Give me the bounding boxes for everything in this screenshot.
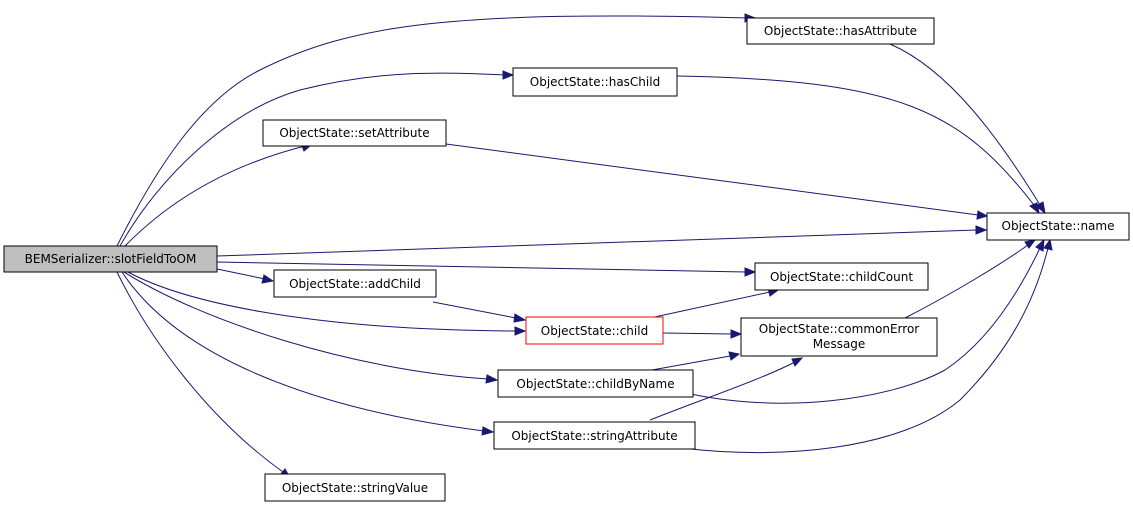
edge-root-to-stringvalue — [116, 271, 292, 479]
edge-root-to-childcount — [216, 261, 757, 277]
edge-setattribute-to-name — [445, 143, 989, 220]
node-label: ObjectState::child — [541, 324, 648, 338]
edge-haschild-to-name — [676, 75, 1040, 215]
edge-child-to-childcount — [649, 287, 780, 319]
node-label-line-2: Message — [813, 337, 866, 351]
edge-child-to-commonerror — [662, 329, 743, 339]
node-objectstate-commonerrormessage[interactable]: ObjectState::commonError Message — [740, 317, 938, 357]
node-objectstate-stringvalue[interactable]: ObjectState::stringValue — [264, 473, 446, 502]
edge-root-to-addchild — [216, 268, 275, 284]
node-label: ObjectState::childCount — [770, 270, 913, 284]
edge-root-to-childbyname — [123, 271, 499, 384]
node-label: ObjectState::stringValue — [282, 481, 428, 495]
node-objectstate-childcount[interactable]: ObjectState::childCount — [754, 262, 929, 291]
edge-root-to-name — [216, 225, 988, 257]
edge-root-to-child — [127, 271, 527, 336]
node-objectstate-child[interactable]: ObjectState::child — [525, 316, 664, 345]
edge-childbyname-to-commonerror — [651, 351, 741, 371]
edge-commonerror-to-name — [904, 239, 1037, 319]
edge-childbyname-to-name — [681, 238, 1045, 404]
edge-stringattribute-to-commonerror — [649, 357, 804, 421]
node-objectstate-stringattribute[interactable]: ObjectState::stringAttribute — [493, 421, 696, 450]
node-label: ObjectState::stringAttribute — [511, 429, 677, 443]
node-label: ObjectState::hasAttribute — [764, 24, 917, 38]
node-label-line-1: ObjectState::commonError — [759, 322, 920, 336]
node-label: BEMSerializer::slotFieldToOM — [25, 252, 197, 266]
edge-hasattribute-to-name — [889, 43, 1046, 215]
edge-stringattribute-to-name — [681, 238, 1053, 454]
node-objectstate-setattribute[interactable]: ObjectState::setAttribute — [262, 119, 447, 147]
node-objectstate-hasattribute[interactable]: ObjectState::hasAttribute — [746, 17, 935, 45]
node-label: ObjectState::childByName — [516, 377, 674, 391]
node-label: ObjectState::setAttribute — [279, 126, 429, 140]
edge-root-to-haschild — [119, 70, 515, 247]
node-bemserializer-slotfieldtoom[interactable]: BEMSerializer::slotFieldToOM — [3, 245, 218, 273]
node-objectstate-childbyname[interactable]: ObjectState::childByName — [497, 369, 694, 398]
edge-addchild-to-child — [432, 301, 527, 323]
edge-root-to-stringattribute — [121, 271, 495, 436]
node-label: ObjectState::addChild — [289, 277, 421, 291]
node-label: ObjectState::hasChild — [530, 75, 660, 89]
node-objectstate-addchild[interactable]: ObjectState::addChild — [273, 269, 437, 298]
node-label: ObjectState::name — [1002, 219, 1115, 233]
node-objectstate-name[interactable]: ObjectState::name — [986, 212, 1130, 241]
edge-root-to-setattribute — [124, 142, 313, 247]
node-objectstate-haschild[interactable]: ObjectState::hasChild — [512, 67, 678, 97]
